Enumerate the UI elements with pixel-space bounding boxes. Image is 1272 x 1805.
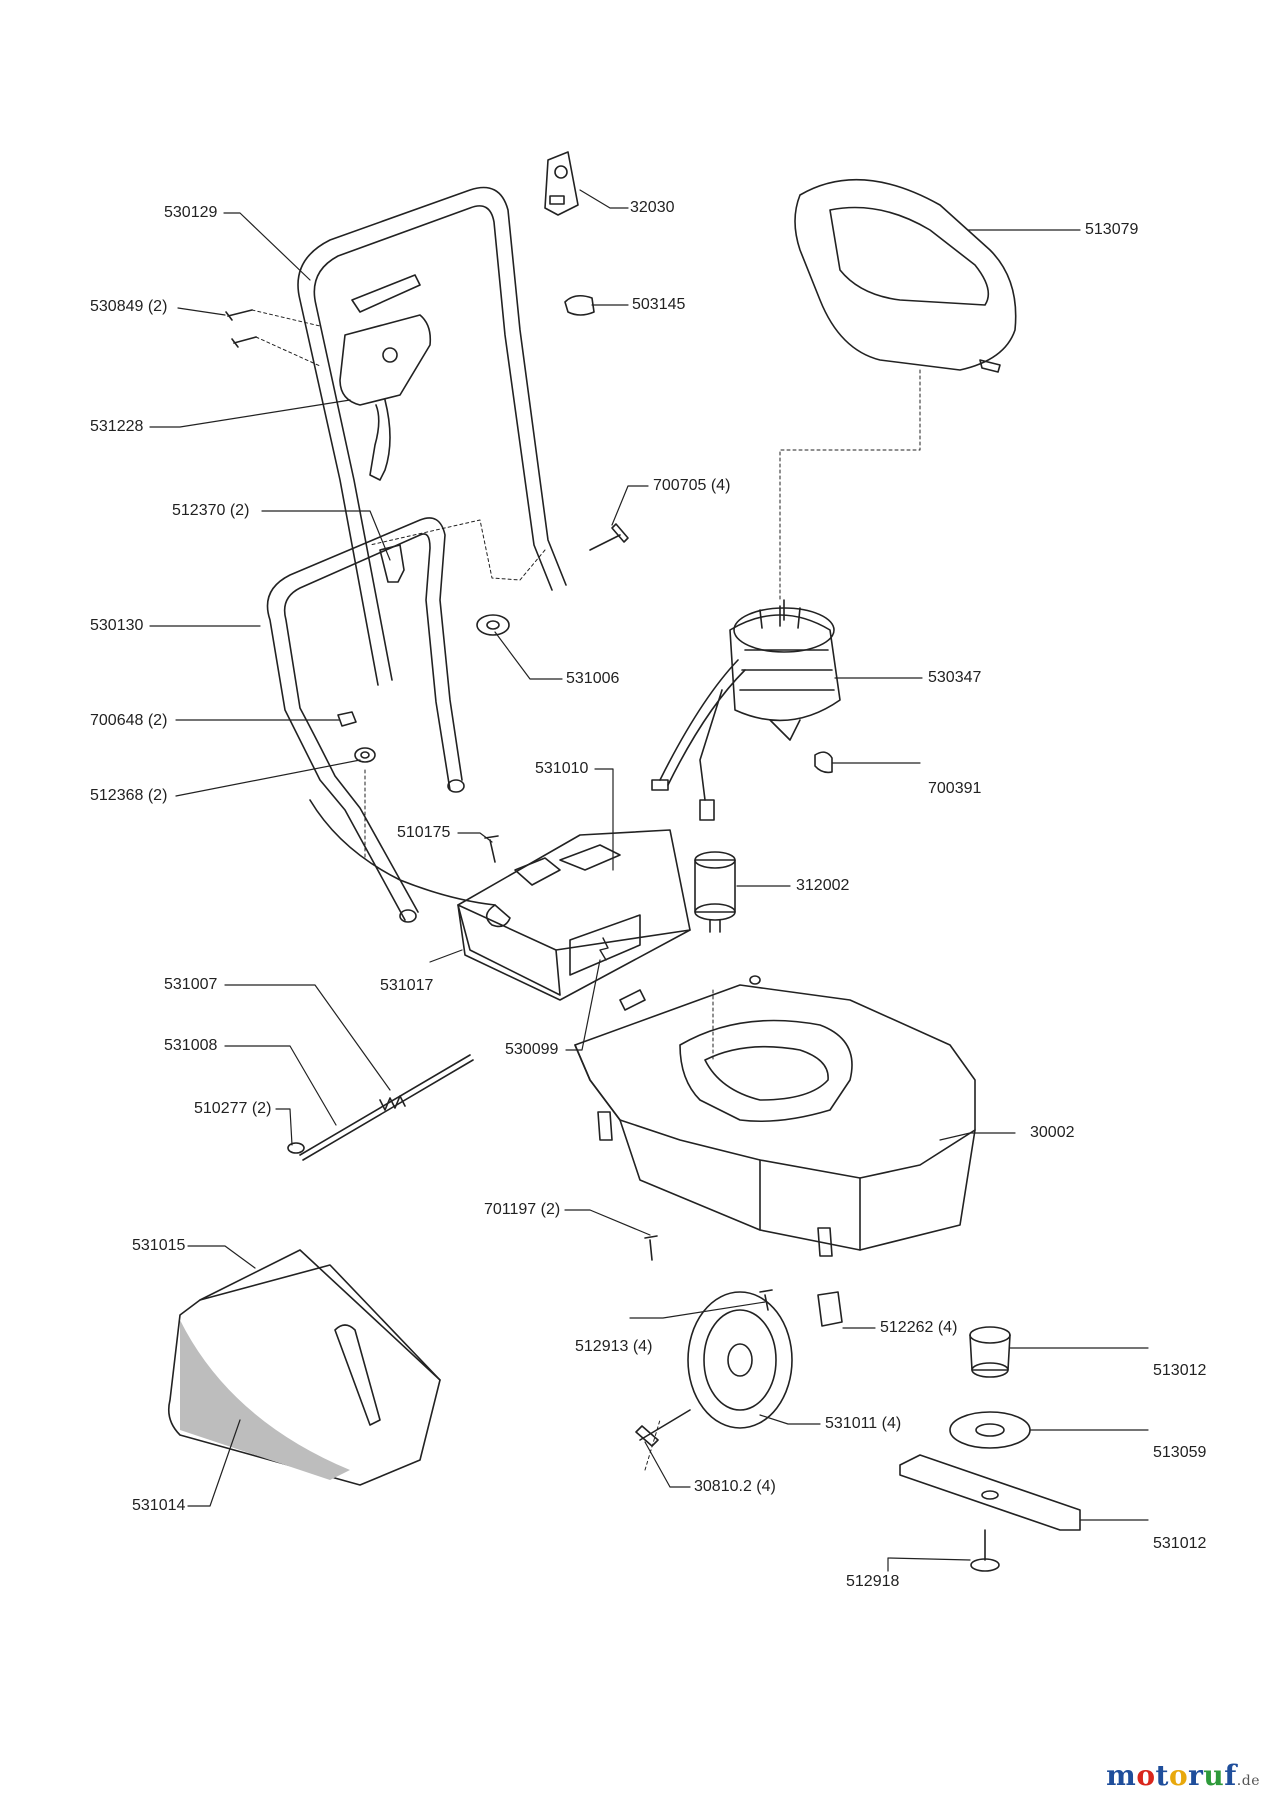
switch-531228 — [339, 274, 432, 481]
washer-510277 — [287, 1142, 305, 1154]
logo-wordmark: motoruf — [1106, 1759, 1237, 1792]
label-531010: 531010 — [535, 760, 589, 777]
logo-letter: o — [1168, 1759, 1189, 1792]
label-510175: 510175 — [397, 824, 451, 841]
bag-fabric — [180, 1320, 350, 1480]
label-531015: 531015 — [132, 1237, 186, 1254]
screw-512913 — [759, 1289, 773, 1311]
knob-512370 — [379, 544, 405, 583]
capacitor-312002 — [694, 851, 736, 933]
logo-letter: r — [1188, 1759, 1204, 1792]
label-30810: 30810.2 (4) — [694, 1478, 776, 1495]
bracket-32030 — [544, 151, 579, 216]
label-530130: 530130 — [90, 617, 144, 634]
label-32030: 32030 — [630, 199, 675, 216]
wing-nut-700648 — [337, 711, 357, 727]
label-530099: 530099 — [505, 1041, 559, 1058]
nut-531006 — [476, 614, 510, 636]
deck-30002 — [574, 975, 976, 1257]
label-701197: 701197 (2) — [484, 1201, 561, 1218]
label-531011: 531011 (4) — [825, 1415, 902, 1432]
lower-handle-530130 — [266, 517, 465, 923]
bracket-512262 — [817, 1291, 843, 1327]
logo-letter: m — [1106, 1759, 1137, 1792]
wheel-531011 — [687, 1291, 793, 1429]
label-530347: 530347 — [928, 669, 982, 686]
leader-lines — [149, 189, 1149, 1572]
washer-512368 — [354, 747, 376, 763]
label-512262: 512262 (4) — [880, 1319, 958, 1336]
cable — [309, 799, 496, 906]
logo-letter: u — [1203, 1759, 1225, 1792]
motor-cover-513079 — [794, 178, 1017, 373]
bolt-512918 — [970, 1529, 1000, 1572]
label-503145: 503145 — [632, 296, 686, 313]
fan-513059 — [949, 1411, 1031, 1449]
screw-510175 — [484, 835, 499, 863]
upper-handle-530129 — [297, 186, 567, 686]
grommet-700391 — [814, 751, 833, 774]
label-513059: 513059 — [1153, 1444, 1207, 1461]
label-512368: 512368 (2) — [90, 787, 168, 804]
cable-rod-531007 — [299, 1054, 474, 1161]
axle-bolt-30810 — [635, 1409, 691, 1447]
label-512913: 512913 (4) — [575, 1338, 653, 1355]
motoruf-logo: motoruf.de — [1106, 1759, 1260, 1792]
bolt-700705 — [589, 523, 629, 551]
adapter-513012 — [969, 1326, 1011, 1378]
label-700391: 700391 — [928, 780, 982, 797]
label-512370: 512370 (2) — [172, 502, 250, 519]
logo-letter: o — [1136, 1759, 1156, 1792]
label-531007: 531007 — [164, 976, 218, 993]
grass-bag-531014 — [167, 1249, 441, 1486]
label-531014: 531014 — [132, 1497, 186, 1514]
label-531017: 531017 — [380, 977, 434, 994]
logo-letter: t — [1155, 1759, 1169, 1792]
label-30002: 30002 — [1030, 1124, 1075, 1141]
screws-530849 — [225, 309, 257, 348]
label-531006: 531006 — [566, 670, 620, 687]
label-510277: 510277 (2) — [194, 1100, 272, 1117]
label-312002: 312002 — [796, 877, 850, 894]
motor-530347 — [651, 599, 841, 821]
label-530129: 530129 — [164, 204, 218, 221]
logo-letter: f — [1224, 1759, 1237, 1792]
label-513012-adapter: 513012 — [1153, 1362, 1207, 1379]
label-513079: 513079 — [1085, 221, 1139, 238]
label-531008: 531008 — [164, 1037, 218, 1054]
label-531012-blade: 531012 — [1153, 1535, 1207, 1552]
label-512918: 512918 — [846, 1573, 900, 1590]
blade-531012 — [899, 1454, 1081, 1531]
label-700648: 700648 (2) — [90, 712, 168, 729]
screw-701197 — [644, 1235, 658, 1261]
cable-clip-503145 — [564, 294, 595, 316]
label-530849: 530849 (2) — [90, 298, 168, 315]
switch-box-531010 — [457, 829, 691, 1001]
logo-domain-suffix: .de — [1236, 1773, 1260, 1789]
label-700705: 700705 (4) — [653, 477, 731, 494]
label-531228: 531228 — [90, 418, 144, 435]
